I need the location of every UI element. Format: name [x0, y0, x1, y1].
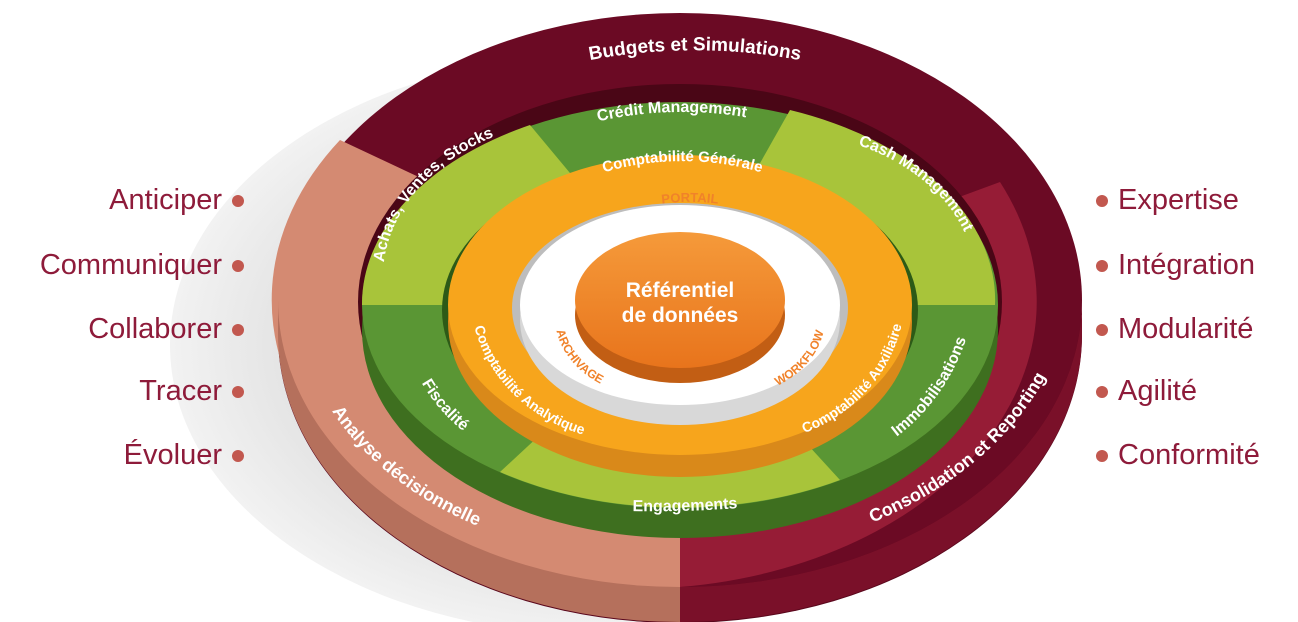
- right-list-item: Agilité: [1096, 377, 1197, 406]
- svg-text:Engagements: Engagements: [632, 495, 738, 515]
- bullet-dot-icon: [232, 323, 244, 336]
- left-item-label: Anticiper: [109, 184, 222, 216]
- left-list-item: Anticiper: [109, 186, 244, 215]
- center-title-line2: de données: [622, 304, 739, 327]
- center-title-line1: Référentiel: [626, 279, 735, 302]
- left-list-item: Communiquer: [40, 251, 244, 280]
- left-list-item: Évoluer: [124, 441, 244, 470]
- right-item-label: Modularité: [1118, 313, 1254, 345]
- segment-consolidation-side: [680, 300, 1082, 622]
- left-list-item: Collaborer: [88, 315, 244, 344]
- right-list-item: Modularité: [1096, 315, 1253, 344]
- left-item-label: Évoluer: [123, 439, 222, 471]
- left-item-label: Communiquer: [39, 249, 222, 281]
- label-engagements: Engagements: [632, 495, 738, 515]
- bullet-dot-icon: [232, 194, 244, 207]
- bullet-dot-icon: [1096, 194, 1108, 207]
- left-item-label: Tracer: [139, 375, 222, 407]
- bullet-dot-icon: [232, 385, 244, 398]
- right-list-item: Expertise: [1096, 186, 1239, 215]
- bullet-dot-icon: [1096, 323, 1108, 336]
- left-item-label: Collaborer: [88, 313, 222, 345]
- right-item-label: Expertise: [1118, 184, 1239, 216]
- bullet-dot-icon: [1096, 259, 1108, 272]
- segment-analyse-side: [278, 300, 680, 622]
- right-item-label: Intégration: [1118, 249, 1256, 281]
- right-item-label: Conformité: [1118, 439, 1260, 471]
- right-list-item: Conformité: [1096, 441, 1260, 470]
- right-list-item: Intégration: [1096, 251, 1255, 280]
- bullet-dot-icon: [232, 449, 244, 462]
- right-item-label: Agilité: [1118, 375, 1197, 407]
- bullet-dot-icon: [1096, 449, 1108, 462]
- bullet-dot-icon: [1096, 385, 1108, 398]
- center-disc-top: [575, 232, 785, 368]
- left-list-item: Tracer: [139, 377, 244, 406]
- bullet-dot-icon: [232, 259, 244, 272]
